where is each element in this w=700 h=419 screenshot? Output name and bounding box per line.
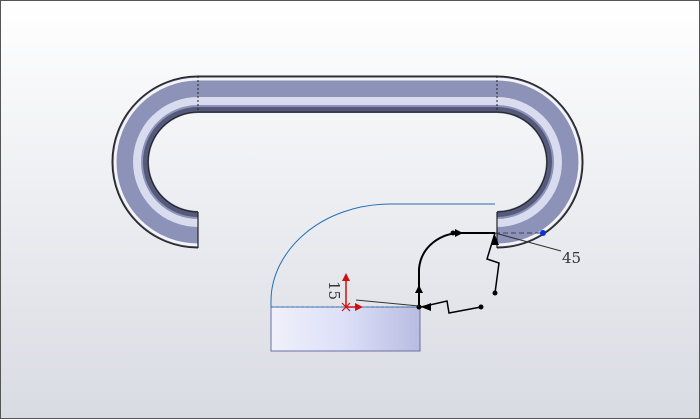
height-dimension-label[interactable]: 15: [325, 281, 343, 301]
dimension-handle-icon[interactable]: [540, 230, 546, 236]
radius-dimension-label[interactable]: 45: [562, 249, 582, 267]
extruded-base[interactable]: [270, 306, 421, 352]
origin-axis-icon[interactable]: [341, 273, 363, 312]
sweep-path-sketch[interactable]: [415, 229, 500, 314]
profile-curve[interactable]: [270, 203, 495, 307]
radius-dimension-leader[interactable]: [494, 232, 562, 252]
height-dimension-leader[interactable]: [355, 299, 420, 307]
swept-tube[interactable]: [111, 75, 584, 249]
